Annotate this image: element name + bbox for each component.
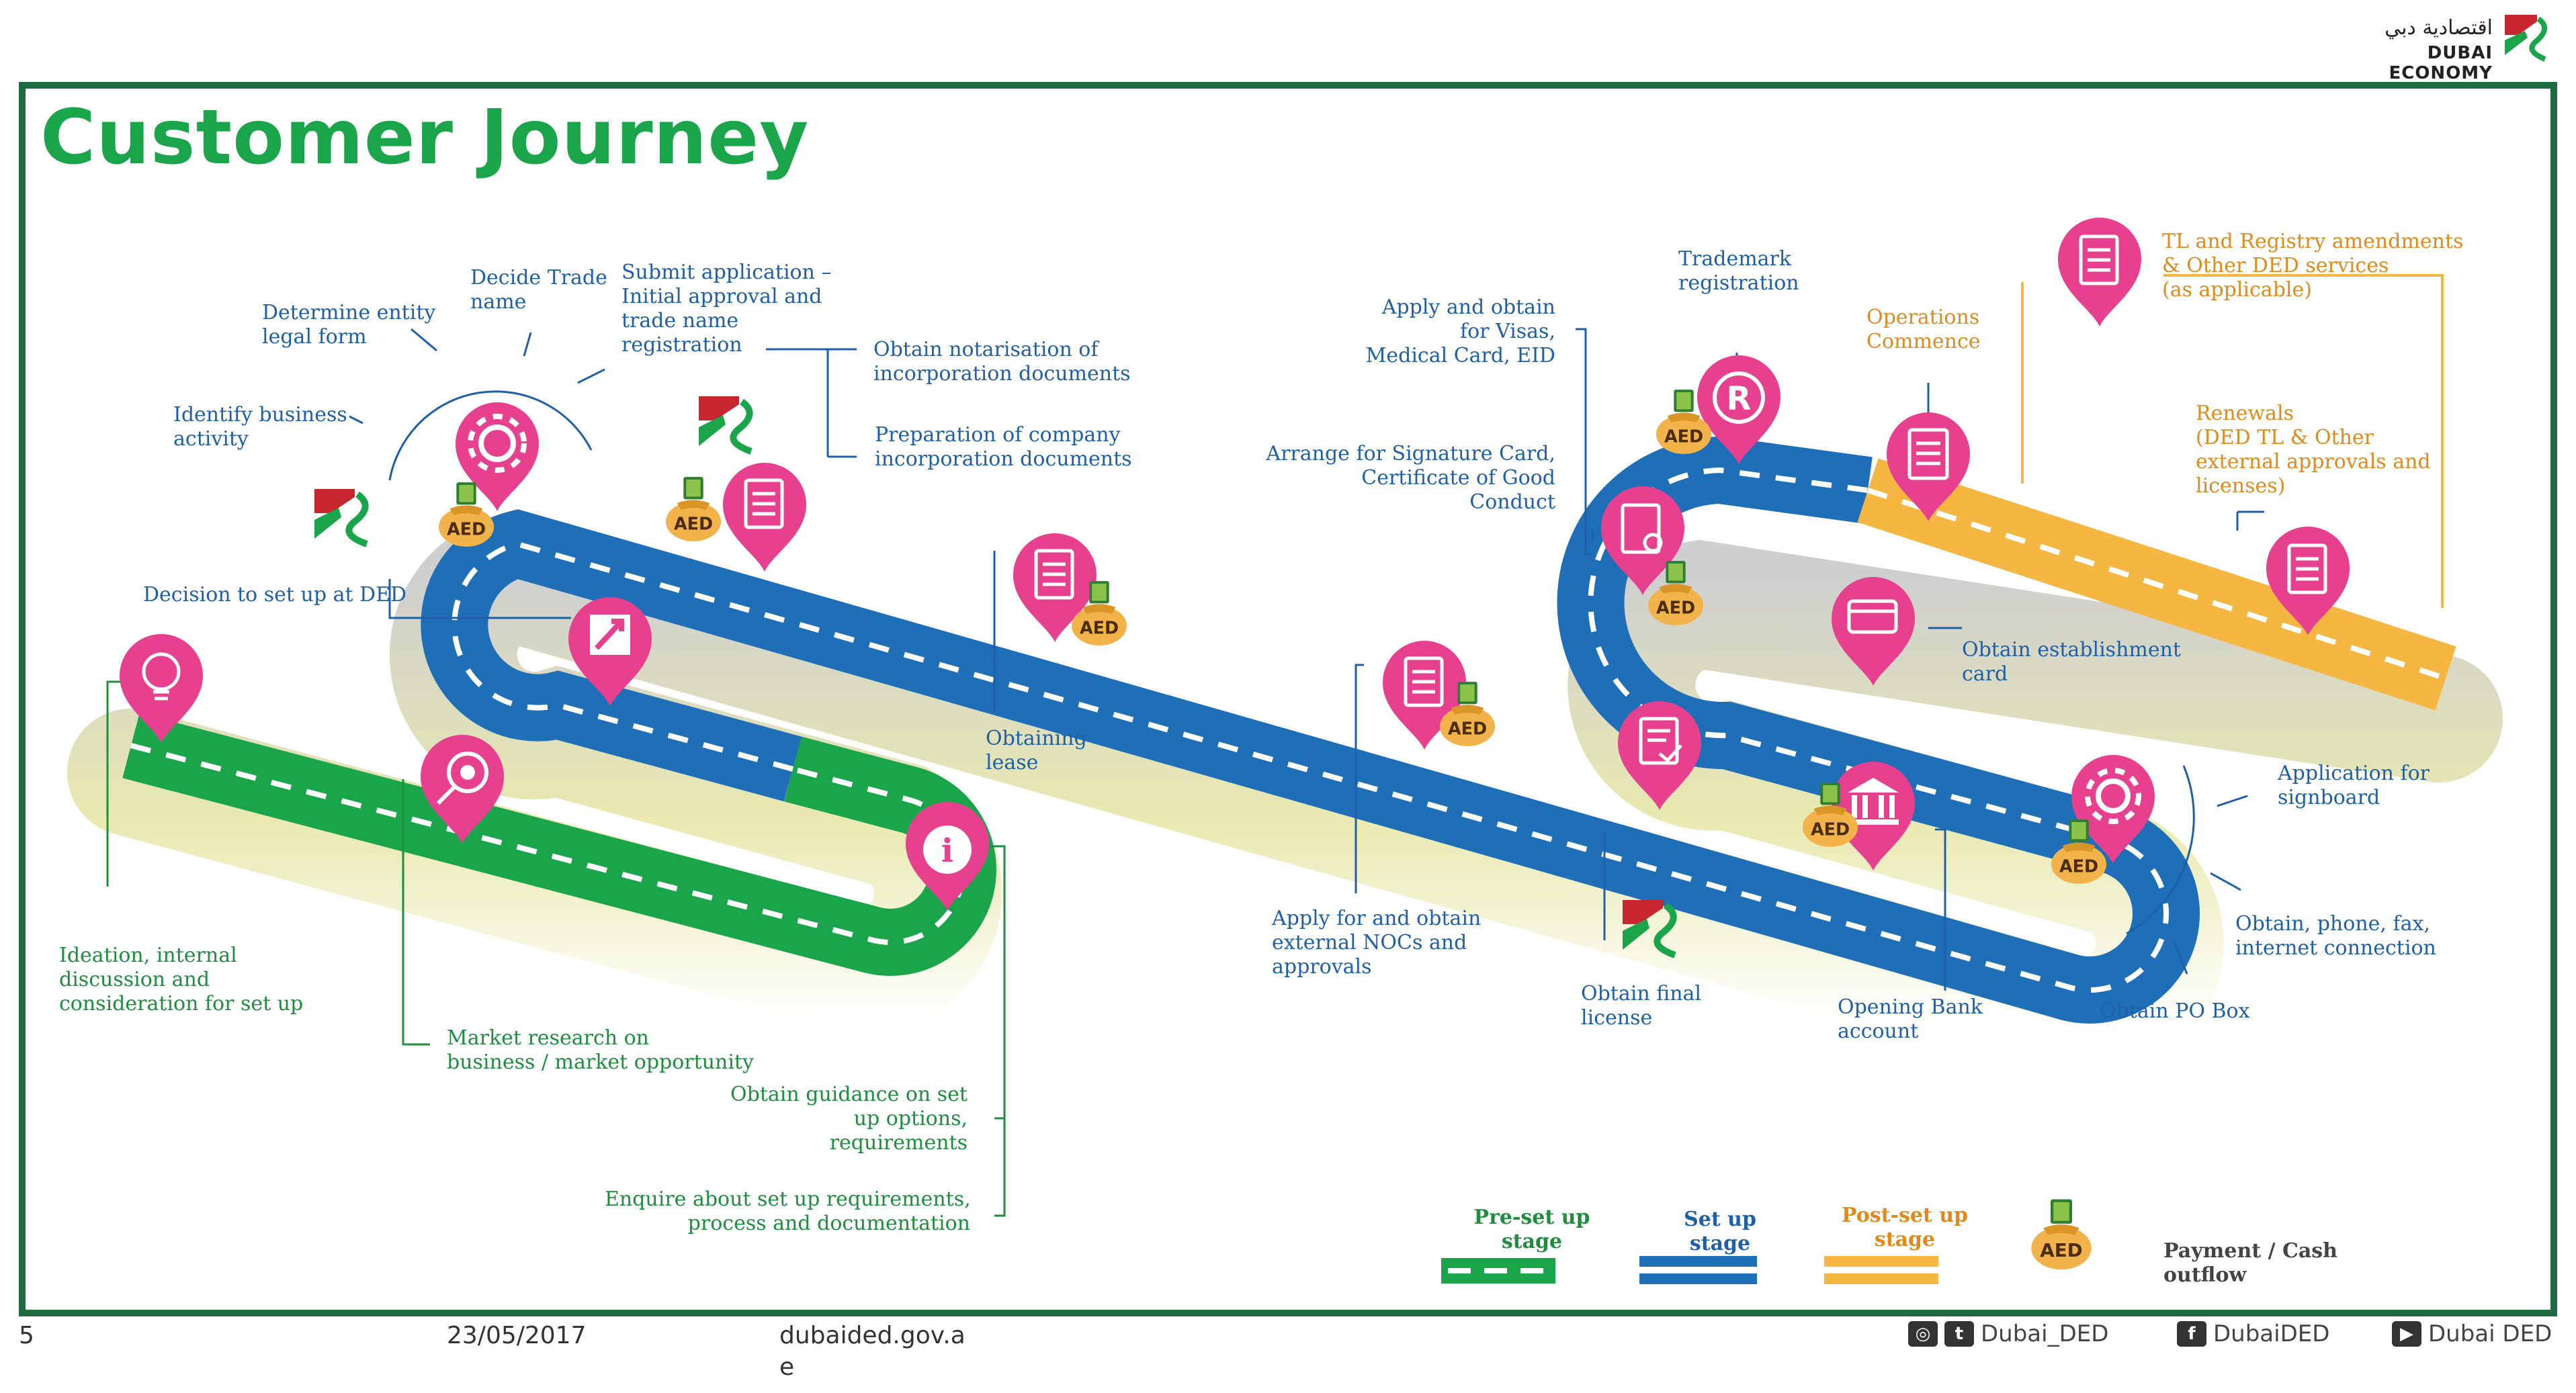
social-facebook[interactable]: f DubaiDED <box>2177 1320 2329 1347</box>
page-title: Customer Journey <box>40 94 810 181</box>
label-final-license: Obtain final license <box>1581 982 1702 1030</box>
magnifier-eye-icon <box>436 752 488 805</box>
legend-post-setup: Post-set up stage <box>1841 1204 1969 1251</box>
twitter-icon: t <box>1944 1321 1974 1347</box>
label-renewals: Renewals (DED TL & Other external approv… <box>2196 402 2431 498</box>
social-instagram-twitter[interactable]: ◎ t Dubai_DED <box>1908 1320 2108 1347</box>
legend-setup: Set up stage <box>1684 1208 1756 1255</box>
ded-logo-icon <box>2505 15 2547 62</box>
legend-swatches <box>1441 1256 1938 1284</box>
orange-connectors <box>2021 274 2444 608</box>
info-icon: i <box>923 825 972 874</box>
logo-arabic-text: اقتصادية دبي <box>2385 16 2493 40</box>
gear-icon <box>2085 768 2141 824</box>
post-setup-road <box>1857 458 2456 711</box>
page-number: 5 <box>19 1322 34 1349</box>
svg-text:i: i <box>941 832 953 870</box>
trademark-r-icon: R <box>1713 371 1765 424</box>
label-ideation: Ideation, internal discussion and consid… <box>59 944 304 1016</box>
label-signboard: Application for signboard <box>2278 762 2430 809</box>
label-trademark: Trademark registration <box>1678 247 1799 295</box>
logo-english-text: DUBAI ECONOMY <box>2389 43 2493 83</box>
pin-amendments <box>2058 218 2141 326</box>
green-connectors <box>106 680 1006 1217</box>
document-icon <box>2079 234 2119 285</box>
document-icon <box>1404 656 1444 707</box>
label-preparation: Preparation of company incorporation doc… <box>875 423 1132 471</box>
label-phone: Obtain, phone, fax, internet connection <box>2235 912 2436 960</box>
document-icon <box>1034 549 1074 600</box>
document-icon <box>744 478 784 529</box>
checklist-icon <box>1639 717 1682 765</box>
label-establishment: Obtain establishment card <box>1962 638 2181 686</box>
legend-payment: Payment / Cash outflow <box>2163 1239 2337 1287</box>
lightbulb-icon <box>142 652 181 701</box>
label-trade-name: Decide Trade name <box>470 266 607 314</box>
label-guidance: Obtain guidance on set up options, requi… <box>730 1083 968 1155</box>
label-identify: Identify business activity <box>173 403 347 451</box>
ded-logo-icons <box>314 396 1677 958</box>
label-po-box: Obtain PO Box <box>2100 999 2250 1023</box>
footer-website[interactable]: dubaided.gov.a e <box>779 1322 965 1381</box>
label-decision: Decision to set up at DED <box>143 583 407 606</box>
label-submit: Submit application – Initial approval an… <box>621 261 832 357</box>
label-entity: Determine entity legal form <box>262 301 436 349</box>
slide-frame <box>19 82 2557 1316</box>
logo-arrow-icon <box>590 615 630 655</box>
footer-date: 23/05/2017 <box>447 1322 587 1349</box>
instagram-icon: ◎ <box>1908 1321 1938 1347</box>
pins: i <box>120 218 2350 911</box>
label-market-research: Market research on business / market opp… <box>447 1026 754 1074</box>
svg-text:R: R <box>1727 380 1752 418</box>
label-operations: Operations Commence <box>1866 306 1981 353</box>
card-icon <box>1847 599 1898 634</box>
bank-icon <box>1848 778 1899 825</box>
facebook-icon: f <box>2177 1321 2206 1347</box>
label-notarisation: Obtain notarisation of incorporation doc… <box>873 338 1131 386</box>
gear-icon <box>468 414 527 473</box>
certificate-icon <box>1621 503 1663 554</box>
label-bank: Opening Bank account <box>1838 995 1983 1043</box>
document-icon <box>2287 543 2327 594</box>
youtube-icon: ▶ <box>2392 1321 2421 1347</box>
legend-pre-setup: Pre-set up stage <box>1473 1206 1590 1253</box>
label-lease: Obtaining lease <box>986 727 1087 774</box>
label-visas: Apply and obtain for Visas, Medical Card… <box>1365 296 1555 367</box>
social-youtube[interactable]: ▶ Dubai DED <box>2392 1320 2552 1347</box>
document-icon <box>1907 428 1949 480</box>
dubai-economy-logo: اقتصادية دبي DUBAI ECONOMY <box>2318 13 2560 83</box>
label-signature: Arrange for Signature Card, Certificate … <box>1266 442 1555 514</box>
label-enquire: Enquire about set up requirements, proce… <box>605 1187 971 1235</box>
label-amendments: TL and Registry amendments & Other DED s… <box>2162 230 2464 302</box>
label-nocs: Apply for and obtain external NOCs and a… <box>1272 907 1482 979</box>
